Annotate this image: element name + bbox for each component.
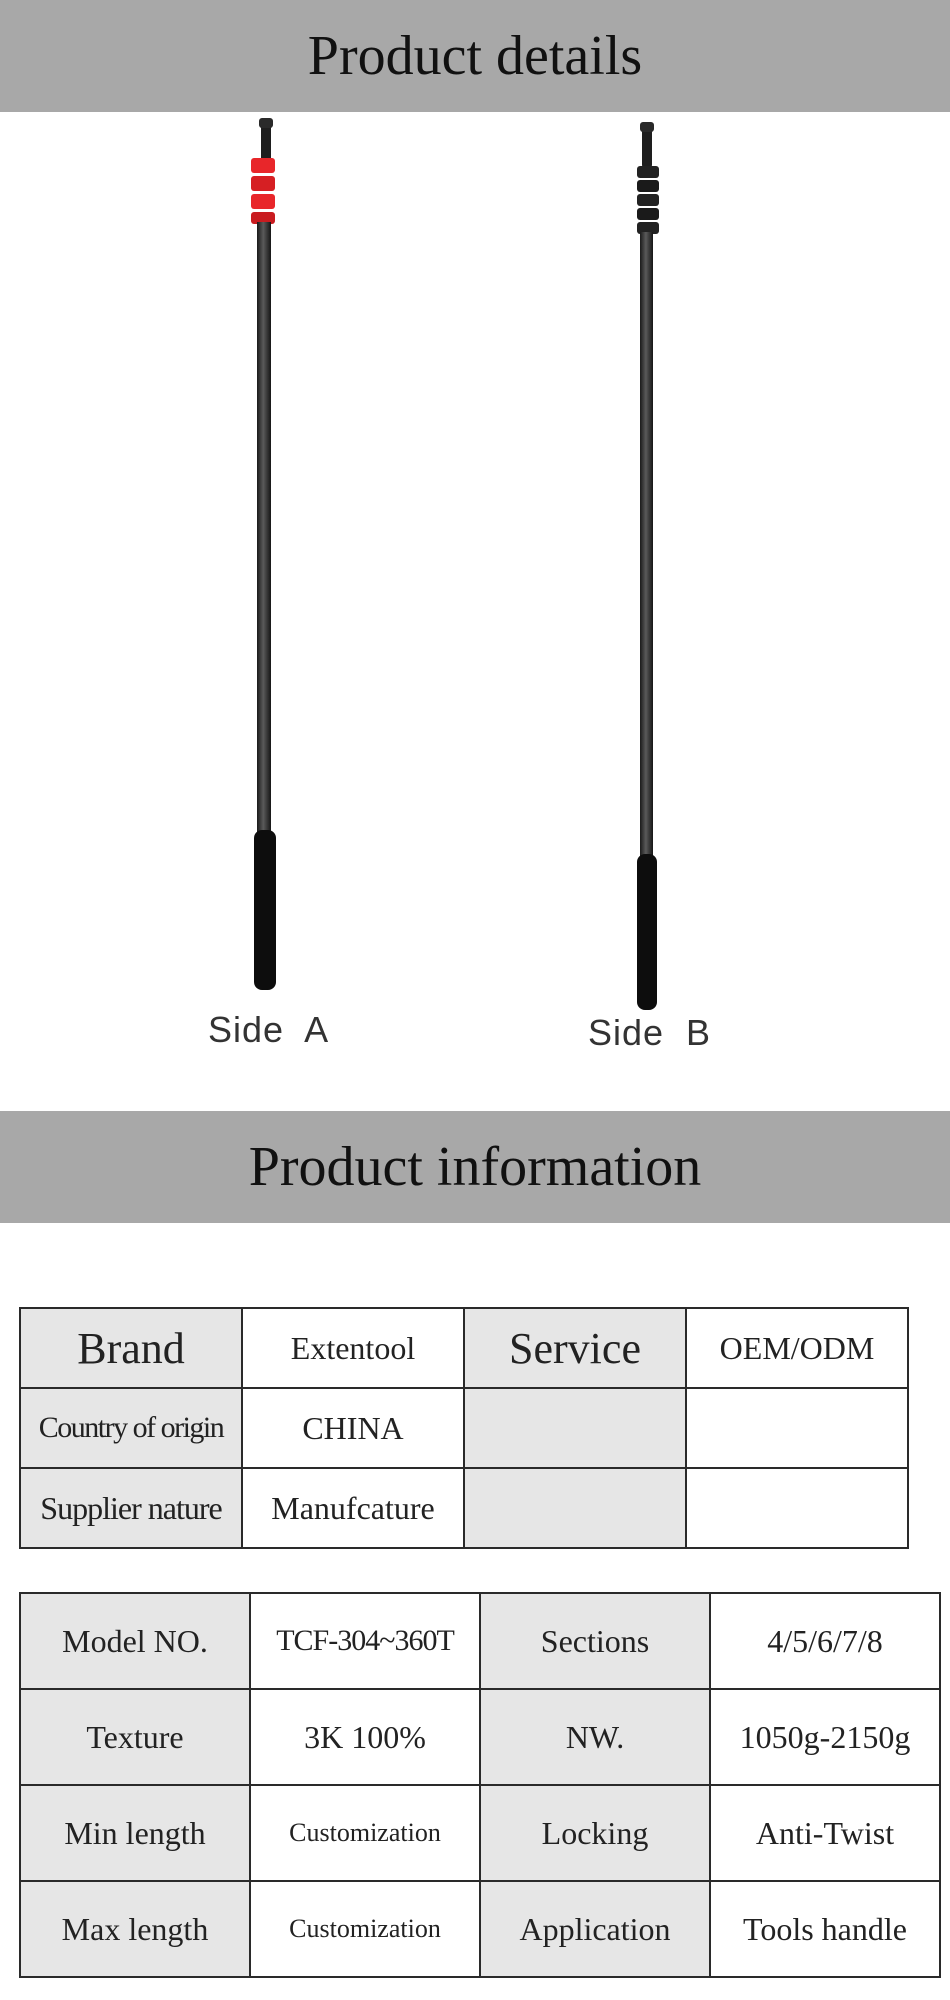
application-value-cell: Tools handle xyxy=(709,1880,941,1978)
locking-label-cell: Locking xyxy=(479,1784,711,1882)
brand-label-cell: Brand xyxy=(19,1307,243,1389)
product-details-banner: Product details xyxy=(0,0,950,112)
country-label-cell: Country of origin xyxy=(19,1387,243,1469)
product-information-banner: Product information xyxy=(0,1111,950,1223)
table-row: Model NO. TCF-304~360T Sections 4/5/6/7/… xyxy=(19,1592,941,1690)
supplier-label-cell: Supplier nature xyxy=(19,1467,243,1549)
texture-label-cell: Texture xyxy=(19,1688,251,1786)
model-value-cell: TCF-304~360T xyxy=(249,1592,481,1690)
max-length-value-cell: Customization xyxy=(249,1880,481,1978)
pole-image-side-b xyxy=(625,122,685,1014)
nw-label-cell: NW. xyxy=(479,1688,711,1786)
model-label-cell: Model NO. xyxy=(19,1592,251,1690)
table-row: Country of origin CHINA xyxy=(19,1387,909,1469)
pole-image-side-a xyxy=(240,118,300,998)
nw-value-cell: 1050g-2150g xyxy=(709,1688,941,1786)
application-label-cell: Application xyxy=(479,1880,711,1978)
table-row: Texture 3K 100% NW. 1050g-2150g xyxy=(19,1688,941,1786)
product-details-title: Product details xyxy=(307,25,643,87)
table-row: Supplier nature Manufcature xyxy=(19,1467,909,1549)
sections-label-cell: Sections xyxy=(479,1592,711,1690)
locking-value-cell: Anti-Twist xyxy=(709,1784,941,1882)
min-length-label-cell: Min length xyxy=(19,1784,251,1882)
brand-value-cell: Extentool xyxy=(241,1307,465,1389)
clamp xyxy=(251,158,275,173)
empty-value-cell xyxy=(685,1467,909,1549)
country-value-cell: CHINA xyxy=(241,1387,465,1469)
table-row: Min length Customization Locking Anti-Tw… xyxy=(19,1784,941,1882)
spec-table: Model NO. TCF-304~360T Sections 4/5/6/7/… xyxy=(19,1592,941,1978)
supplier-value-cell: Manufcature xyxy=(241,1467,465,1549)
table-row: Brand Extentool Service OEM/ODM xyxy=(19,1307,909,1389)
service-label-cell: Service xyxy=(463,1307,687,1389)
product-information-title: Product information xyxy=(248,1136,702,1198)
max-length-label-cell: Max length xyxy=(19,1880,251,1978)
side-a-label: Side A xyxy=(208,1009,330,1050)
texture-value-cell: 3K 100% xyxy=(249,1688,481,1786)
table-row: Max length Customization Application Too… xyxy=(19,1880,941,1978)
service-value-cell: OEM/ODM xyxy=(685,1307,909,1389)
side-b-label: Side B xyxy=(588,1012,712,1053)
pole-b-graphic xyxy=(637,122,659,1010)
empty-value-cell xyxy=(685,1387,909,1469)
brand-info-table: Brand Extentool Service OEM/ODM Country … xyxy=(19,1307,909,1549)
empty-label-cell xyxy=(463,1467,687,1549)
pole-a-graphic xyxy=(251,118,276,990)
empty-label-cell xyxy=(463,1387,687,1469)
min-length-value-cell: Customization xyxy=(249,1784,481,1882)
sections-value-cell: 4/5/6/7/8 xyxy=(709,1592,941,1690)
